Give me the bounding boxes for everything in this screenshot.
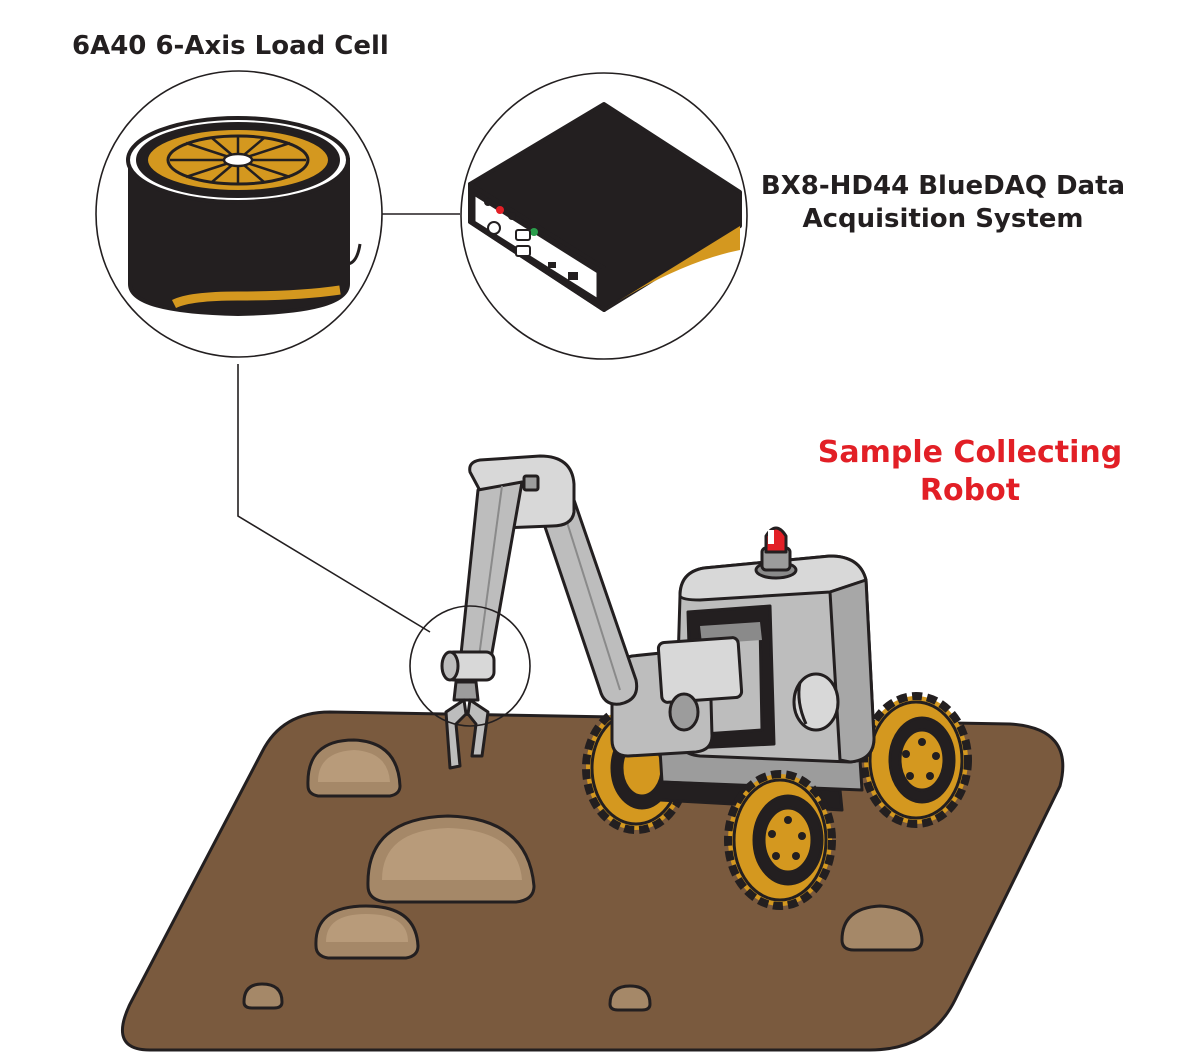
robot-label-line-1: Sample Collecting: [817, 435, 1123, 470]
wheel-icon: [724, 770, 836, 910]
daq-box-icon: [468, 102, 742, 312]
load-cell-label: 6A40 6-Axis Load Cell: [72, 31, 389, 61]
daq-label: BX8-HD44 BlueDAQ Data Acquisition System: [758, 170, 1128, 235]
daq-label-line-2: Acquisition System: [802, 203, 1084, 234]
rock-icon: [306, 738, 402, 798]
robot-label: Sample Collecting Robot: [800, 434, 1140, 509]
beacon-light-icon: [754, 526, 798, 580]
rock-icon: [608, 984, 652, 1012]
callout-daq: [460, 72, 748, 360]
callout-gripper: [409, 605, 531, 727]
rock-icon: [314, 904, 420, 960]
callout-loadcell: [95, 70, 383, 358]
connector-loadcell-gripper: [237, 364, 431, 633]
load-cell-icon: [126, 116, 362, 317]
wheel-icon: [860, 692, 972, 828]
robot-label-line-2: Robot: [919, 472, 1021, 508]
rock-icon: [366, 814, 536, 904]
connector-lines: [237, 213, 460, 633]
rocks: [242, 738, 924, 1012]
daq-label-line-1: BX8-HD44 BlueDAQ Data: [760, 171, 1126, 201]
rock-icon: [840, 904, 924, 952]
robot-icon: [440, 454, 972, 910]
rock-icon: [242, 982, 284, 1010]
